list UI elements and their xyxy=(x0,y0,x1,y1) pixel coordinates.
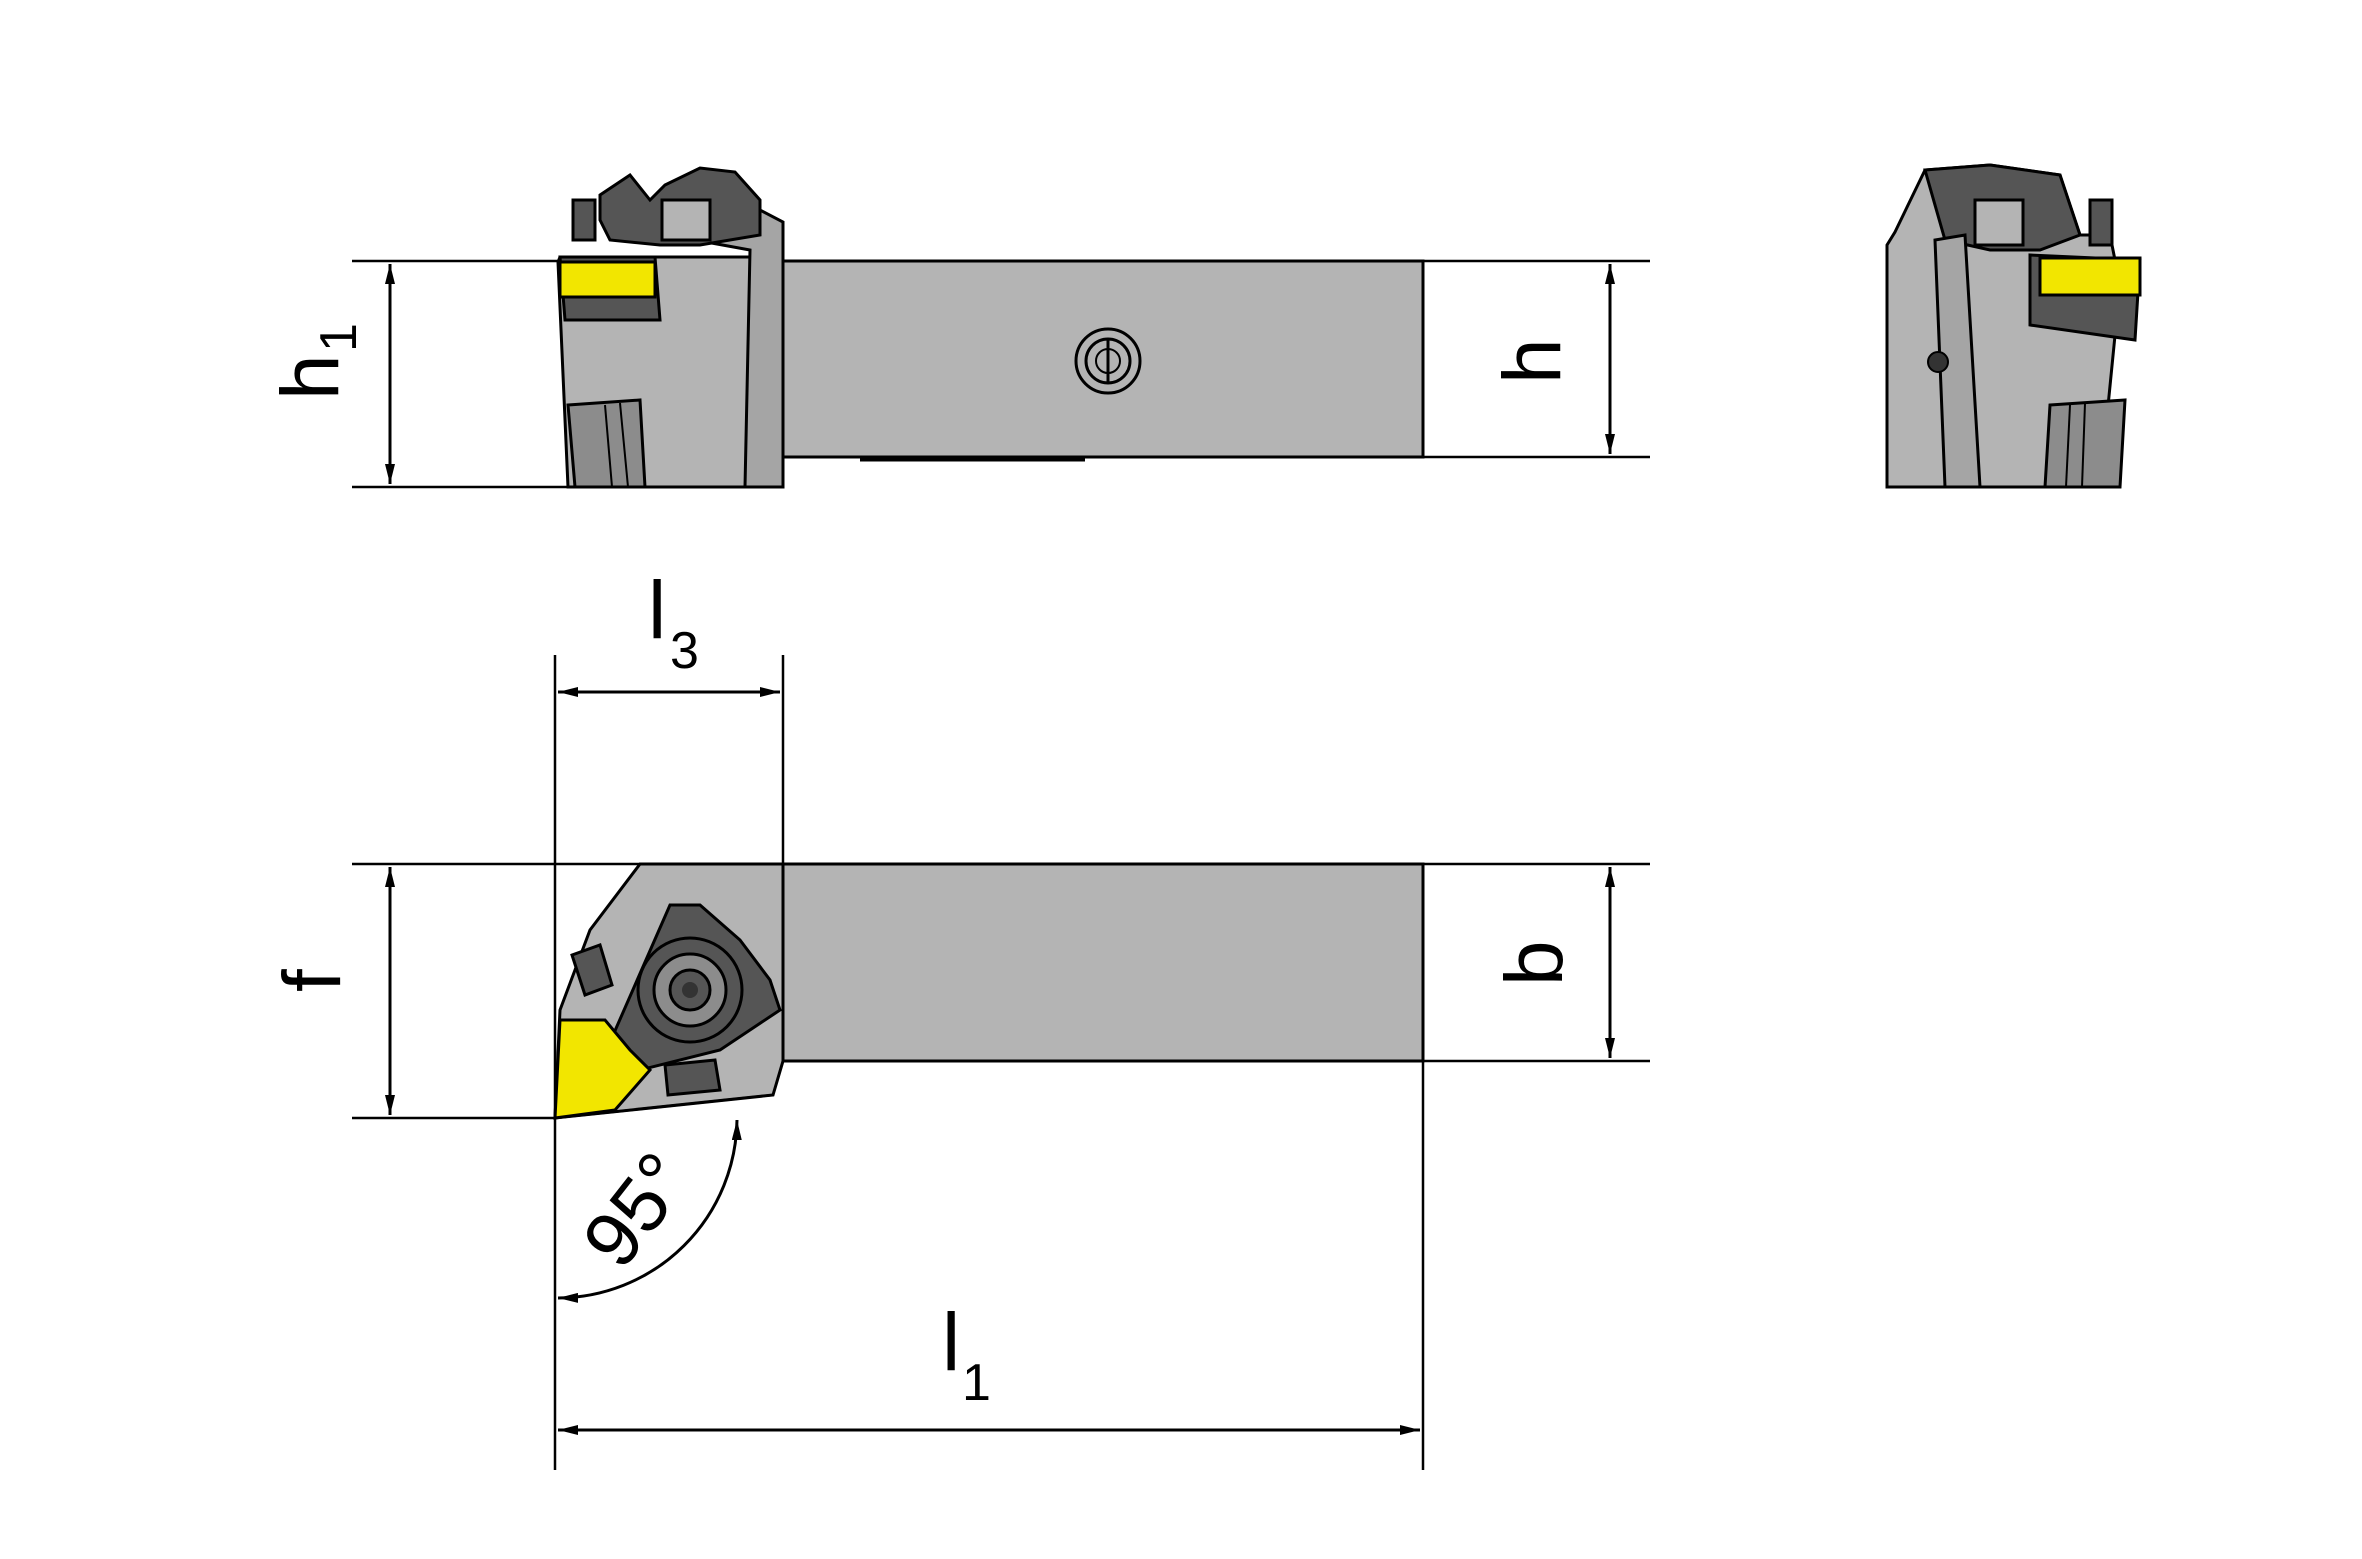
b-label: b xyxy=(1489,940,1580,986)
l1-dimension: l 1 xyxy=(558,1061,1425,1470)
side-view xyxy=(556,166,1425,489)
l1-label: l xyxy=(942,1297,960,1388)
angle-label: 95° xyxy=(565,1136,707,1283)
b-dimension: b xyxy=(1423,862,1650,1063)
side-insert xyxy=(558,260,657,299)
l3-subscript: 3 xyxy=(670,622,699,680)
plan-shank xyxy=(781,862,1425,1063)
l3-label: l xyxy=(648,565,666,656)
f-label: f xyxy=(267,969,358,992)
h1-label: h xyxy=(265,354,356,400)
end-view xyxy=(1885,163,2142,489)
h-dimension: h xyxy=(1423,259,1650,459)
h-label: h xyxy=(1487,338,1578,384)
l1-subscript: 1 xyxy=(962,1354,991,1412)
f-dimension: f xyxy=(267,862,640,1120)
h1-dimension: h 1 xyxy=(265,259,570,489)
end-insert xyxy=(2038,256,2142,297)
angle-dimension: 95° xyxy=(553,1093,774,1470)
side-shank xyxy=(781,259,1425,459)
screw-symbol xyxy=(1074,327,1142,395)
side-head xyxy=(556,166,785,489)
l3-dimension: l 3 xyxy=(553,565,785,1118)
plan-view xyxy=(553,862,1425,1120)
h1-subscript: 1 xyxy=(310,323,368,352)
